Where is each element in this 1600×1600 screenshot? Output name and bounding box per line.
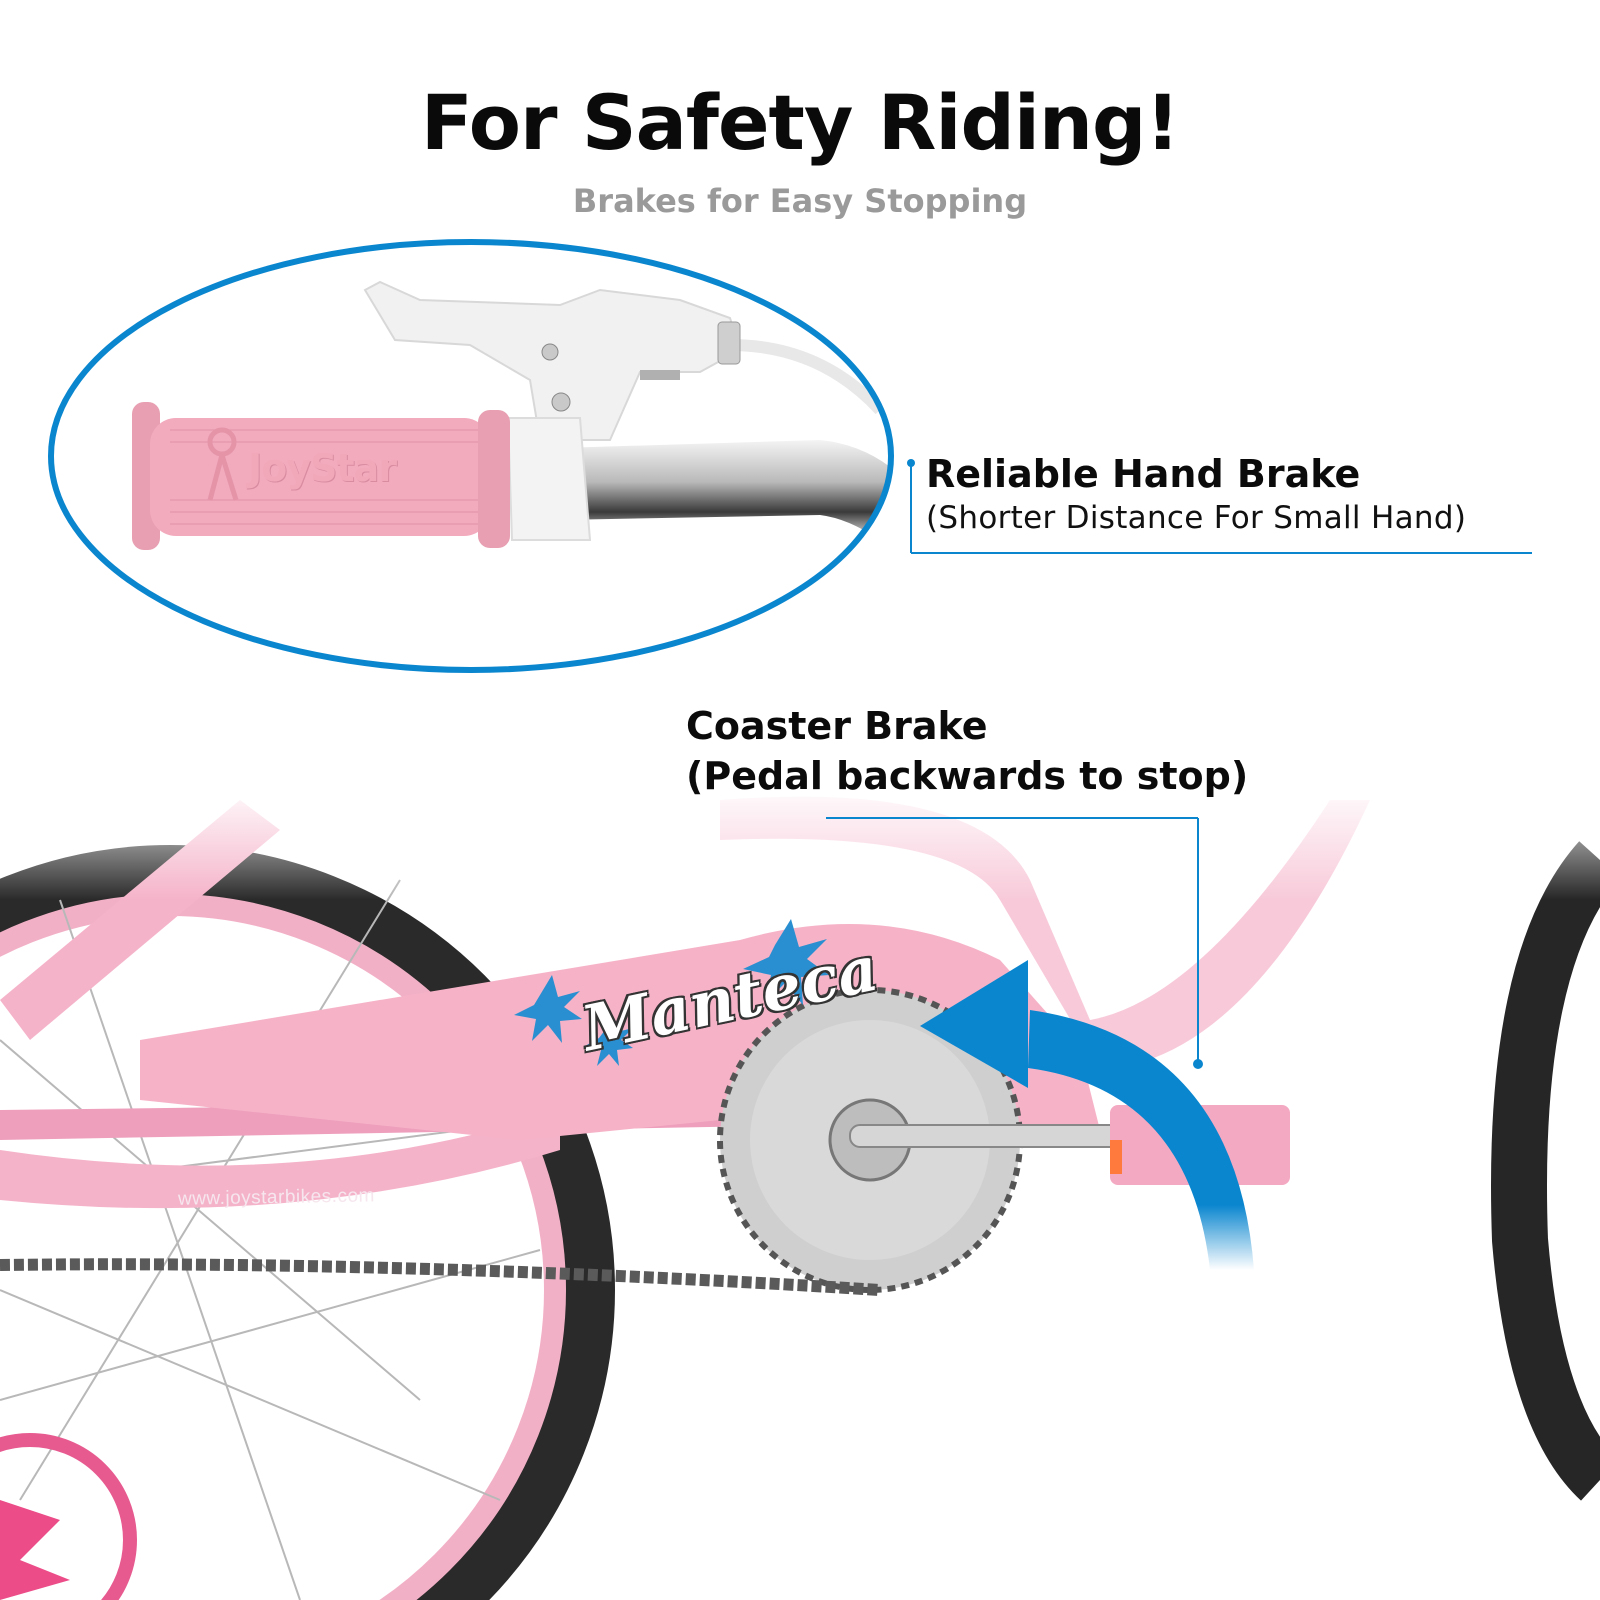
frame-url-text: www.joystarbikes.com — [177, 1185, 376, 1210]
hand-brake-title: Reliable Hand Brake — [926, 452, 1361, 496]
hand-brake-closeup — [132, 280, 891, 560]
coaster-brake-subtitle: (Pedal backwards to stop) — [686, 754, 1249, 798]
curved-arrow-backward-icon — [920, 960, 1254, 1270]
hand-brake-leader-line — [907, 459, 1532, 554]
ellipse-frame-icon — [48, 239, 894, 673]
page-title: For Safety Riding! — [420, 78, 1180, 167]
coaster-brake-leader-line — [826, 817, 1203, 1069]
page-subtitle: Brakes for Easy Stopping — [572, 182, 1028, 220]
coaster-brake-title: Coaster Brake — [686, 704, 988, 748]
grip-brand-logo: JoyStar — [248, 446, 397, 490]
hand-brake-subtitle: (Shorter Distance For Small Hand) — [926, 500, 1467, 536]
